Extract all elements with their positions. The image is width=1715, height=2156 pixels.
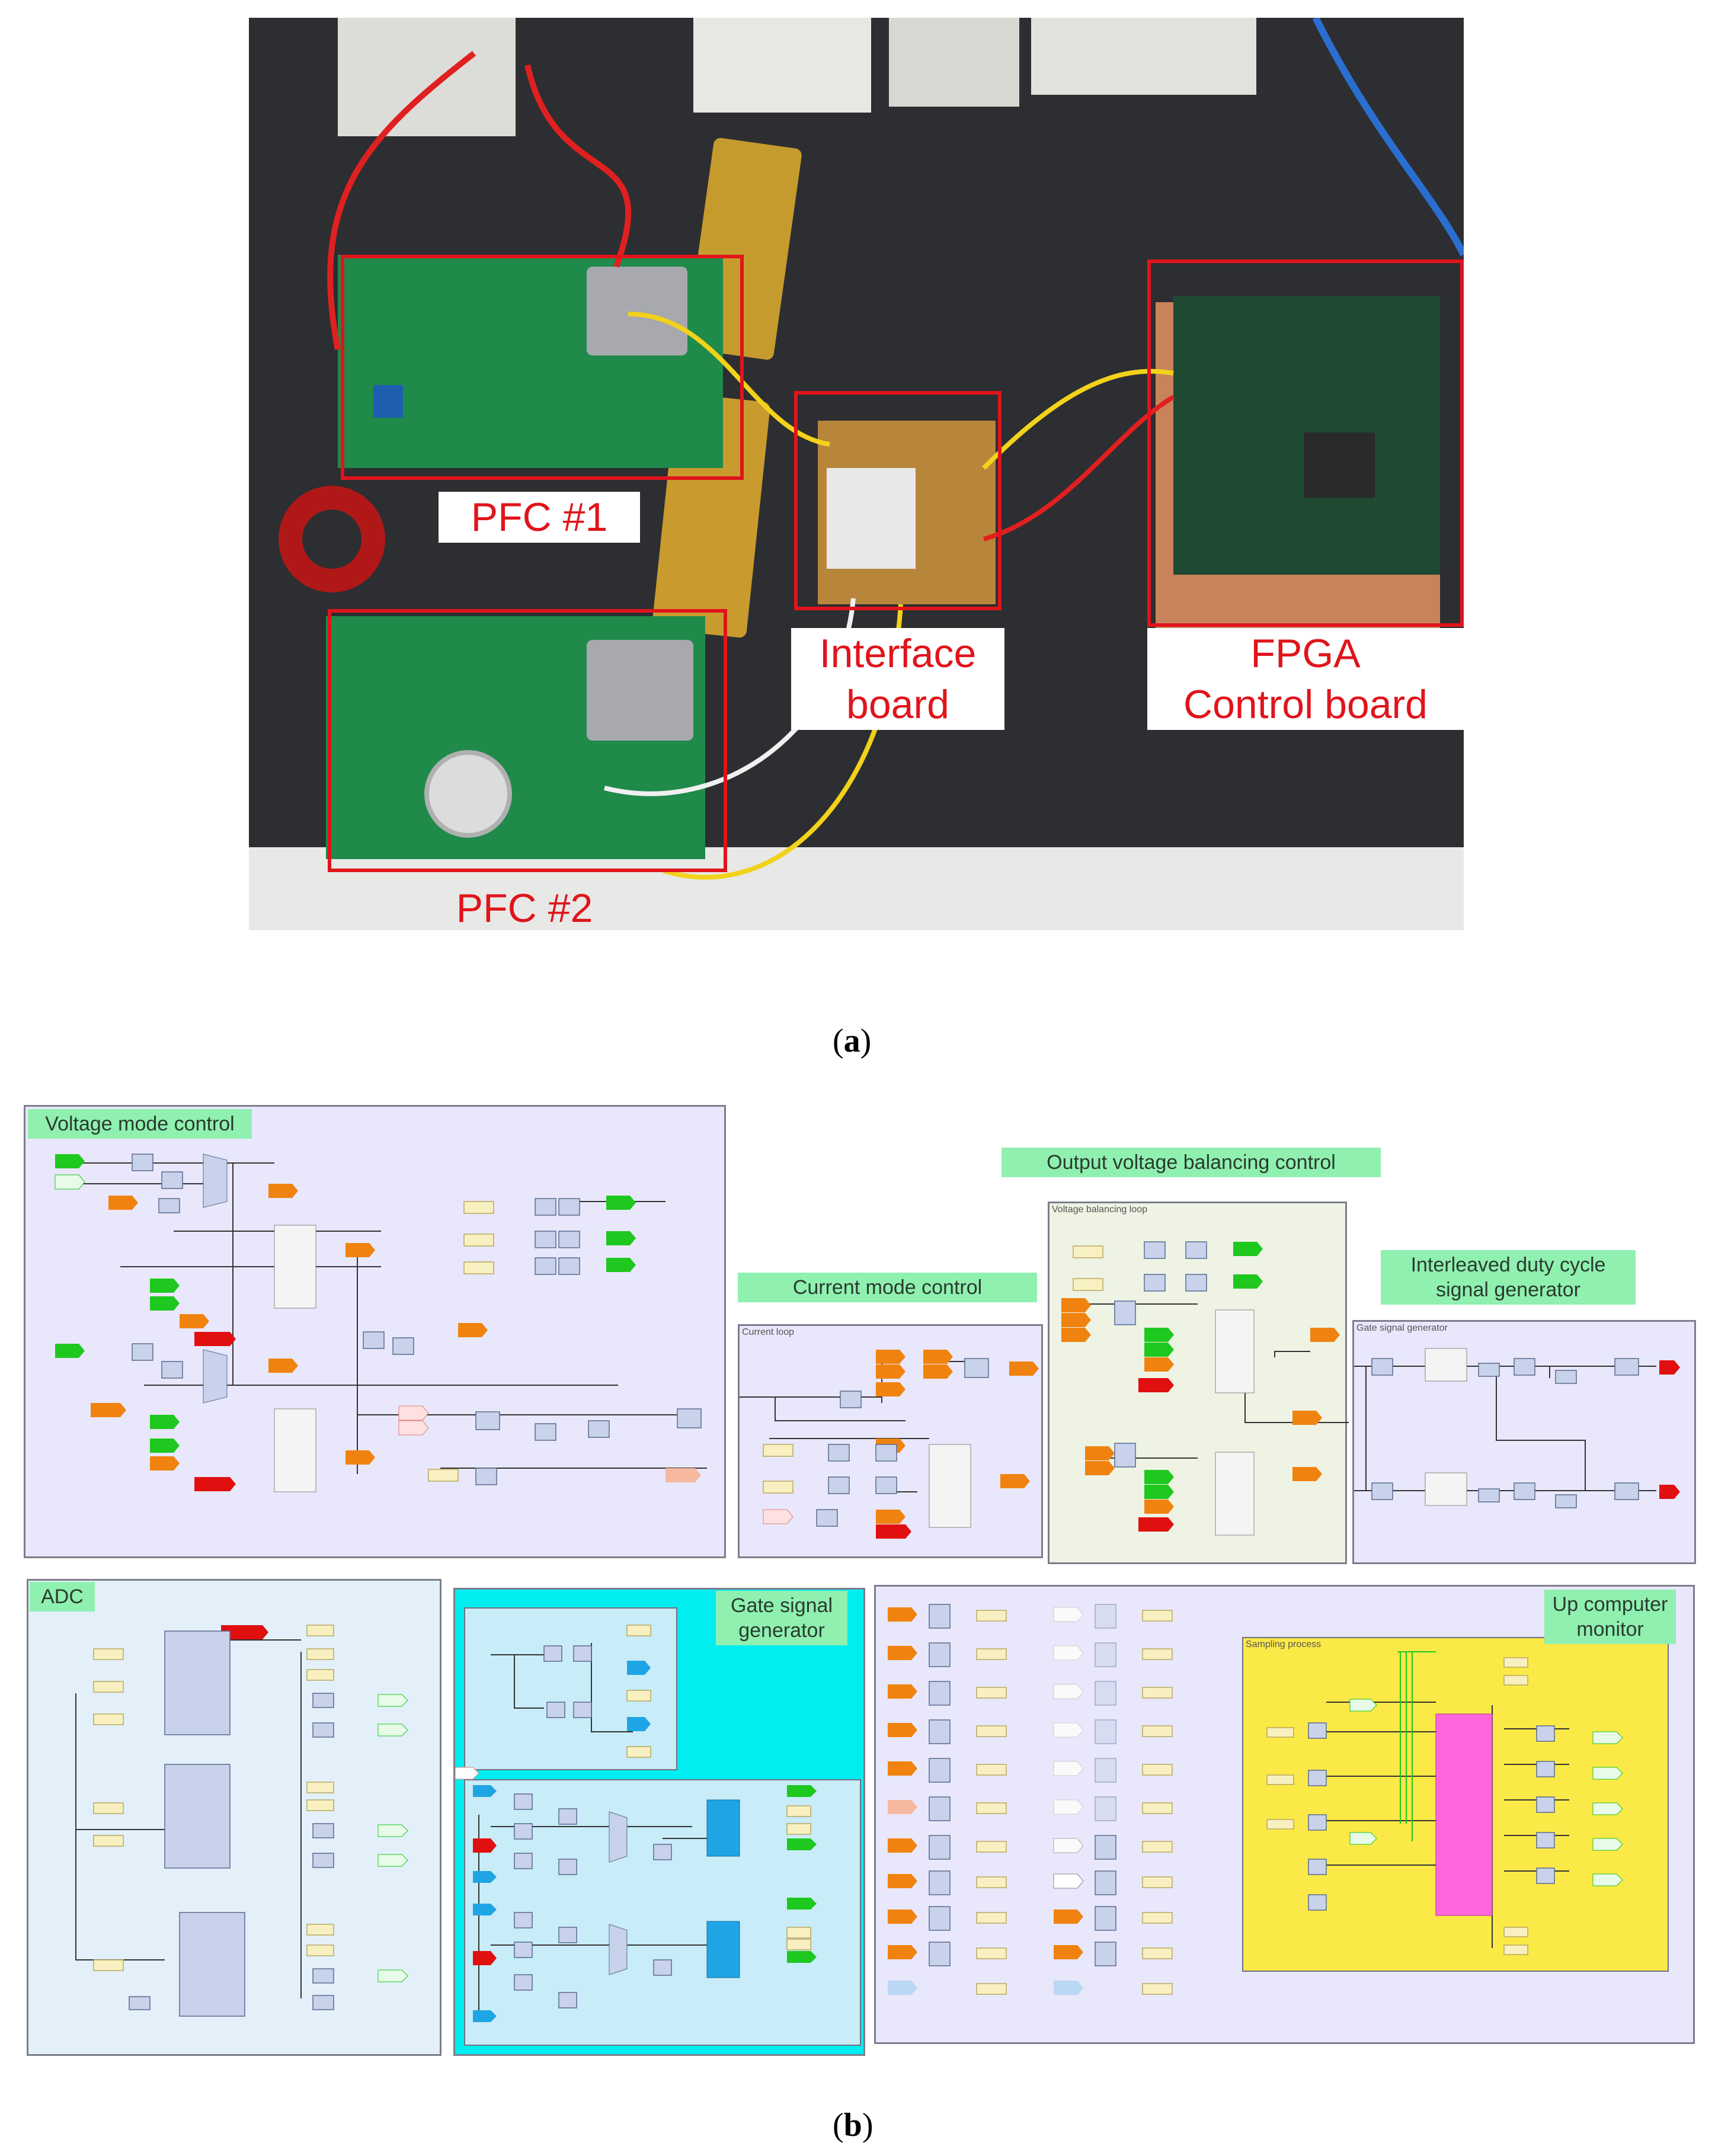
gate-signal-generator-sublabel: Gate signal generator: [1356, 1323, 1448, 1333]
current-mode-label: Current mode control: [738, 1273, 1037, 1302]
hardware-photo: PFC #1 PFC #2 Interface board FPGA Contr…: [249, 18, 1464, 930]
adc-blocks: [75, 1625, 408, 2017]
interleaved-panel: Gate signal generator: [1352, 1320, 1696, 1564]
up-computer-label-line1: Up computer: [1552, 1593, 1668, 1616]
voltage-mode-label: Voltage mode control: [28, 1109, 252, 1139]
output-balancing-label: Output voltage balancing control: [1002, 1148, 1381, 1177]
up-computer-label: Up computer monitor: [1544, 1590, 1676, 1644]
fpga-label-line1: FPGA: [1250, 631, 1361, 676]
interface-box: [794, 391, 1002, 610]
caption-a-letter: a: [843, 1023, 860, 1059]
interleaved-label: Interleaved duty cycle signal generator: [1381, 1250, 1636, 1305]
gate-signal-label-line2: generator: [738, 1619, 825, 1642]
caption-b: (b): [833, 2107, 874, 2144]
voltage-mode-panel: Voltage mode control: [24, 1105, 726, 1558]
fpga-box: [1147, 260, 1464, 627]
current-loop-label: Current loop: [742, 1327, 795, 1337]
fpga-label: FPGA Control board: [1147, 628, 1464, 730]
interleaved-label-line2: signal generator: [1436, 1279, 1580, 1301]
pfc1-box: [341, 255, 744, 480]
photo-illustration: [249, 18, 1464, 930]
interface-label-line2: board: [846, 682, 949, 727]
interleaved-label-line1: Interleaved duty cycle: [1410, 1254, 1606, 1276]
up-computer-blocks: [888, 1604, 1623, 1995]
interface-label-line1: Interface: [819, 631, 977, 676]
current-loop-blocks: [740, 1350, 1039, 1539]
pfc1-label: PFC #1: [439, 492, 640, 543]
gate-blocks: [455, 1625, 817, 2022]
adc-label: ADC: [30, 1582, 95, 1612]
caption-b-letter: b: [843, 2107, 862, 2144]
current-loop-panel: Current loop: [738, 1324, 1043, 1558]
gate-signal-label-line1: Gate signal: [731, 1594, 833, 1617]
pfc2-box: [328, 609, 727, 872]
interleaved-blocks: [1354, 1348, 1680, 1508]
gate-signal-panel: Gate signal generator: [453, 1588, 865, 2056]
voltage-mode-blocks: [55, 1154, 707, 1492]
sampling-process-label: Sampling process: [1246, 1639, 1322, 1649]
caption-a: (a): [833, 1023, 872, 1059]
adc-panel: ADC: [27, 1579, 441, 2056]
balancing-blocks: [1061, 1241, 1349, 1536]
interface-label: Interface board: [791, 628, 1004, 730]
up-computer-label-line2: monitor: [1576, 1618, 1644, 1641]
fpga-label-line2: Control board: [1183, 682, 1428, 727]
balancing-panel: Voltage balancing loop: [1048, 1202, 1349, 1564]
balancing-loop-label: Voltage balancing loop: [1052, 1204, 1148, 1215]
gate-signal-label: Gate signal generator: [716, 1591, 847, 1645]
up-computer-panel: Sampling process: [874, 1585, 1695, 2044]
pfc2-label: PFC #2: [456, 886, 593, 930]
